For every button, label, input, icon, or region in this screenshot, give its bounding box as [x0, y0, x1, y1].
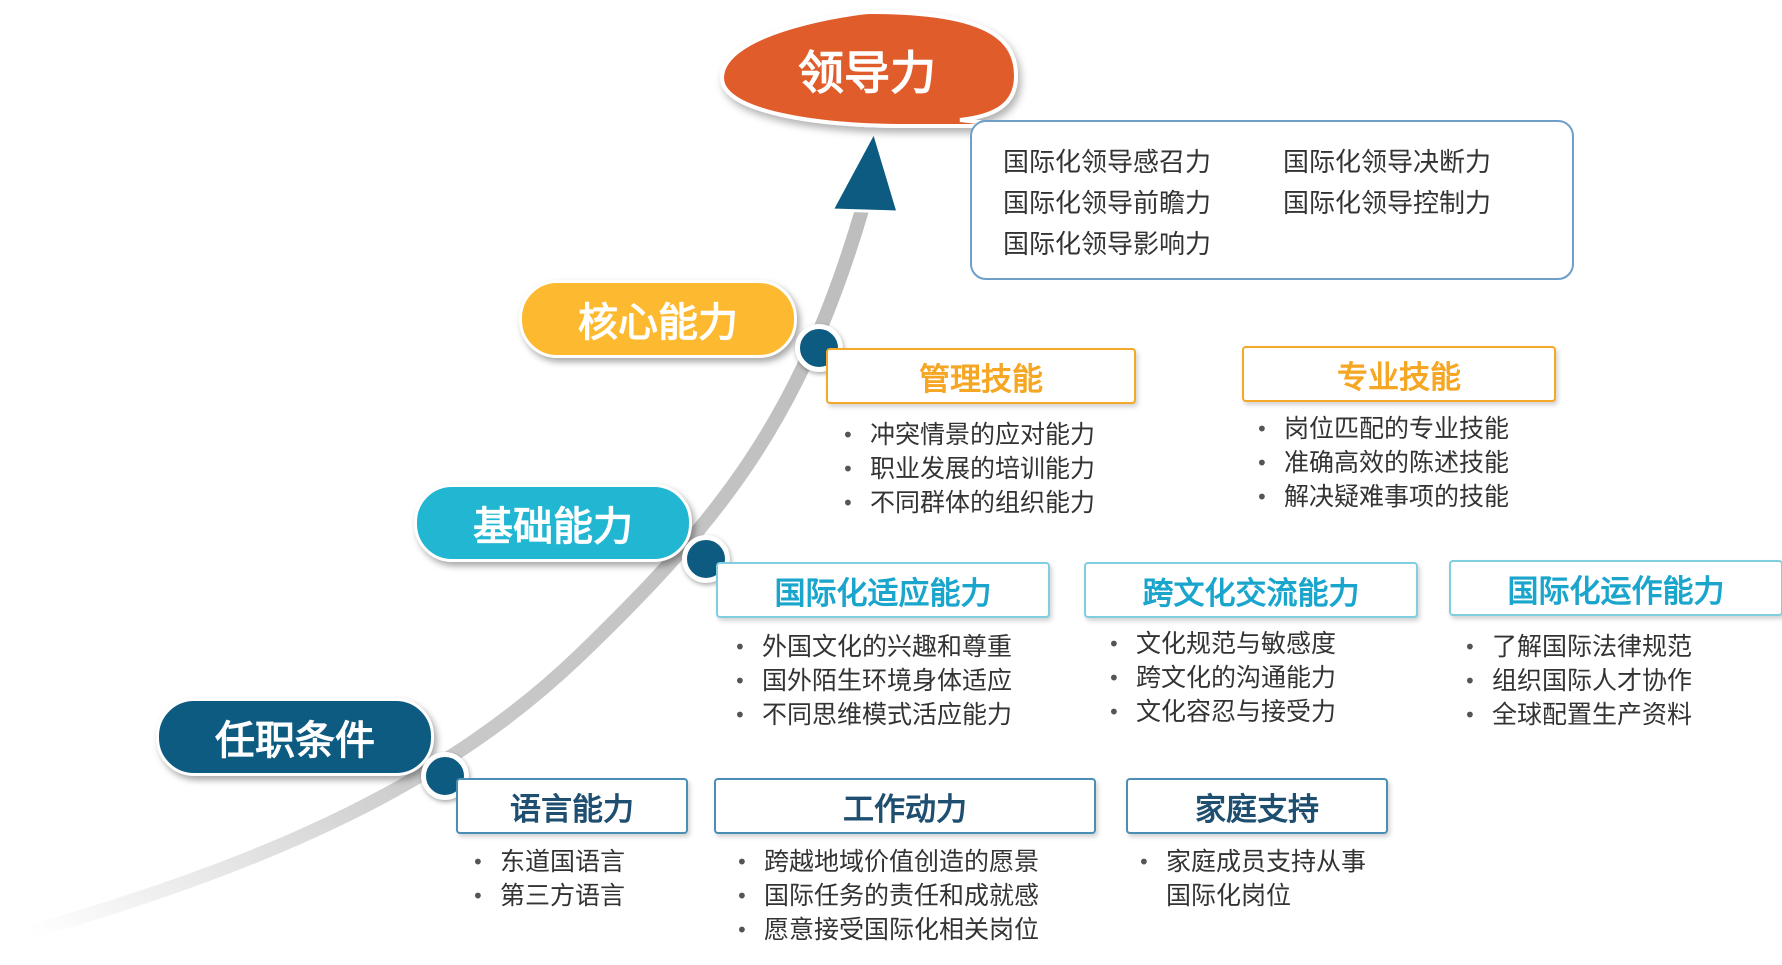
list-item: 组织国际人才协作: [1460, 664, 1692, 698]
crossculture-list: 文化规范与敏感度 跨文化的沟通能力 文化容忍与接受力: [1104, 627, 1336, 729]
adapt-list: 外国文化的兴趣和尊重 国外陌生环境身体适应 不同思维模式活应能力: [730, 630, 1012, 732]
leadership-title: 领导力: [798, 46, 936, 100]
family-list: 家庭成员支持从事国际化岗位: [1134, 845, 1384, 913]
leadership-items-box: [970, 120, 1574, 280]
list-item: 岗位匹配的专业技能: [1252, 412, 1509, 446]
list-item: 准确高效的陈述技能: [1252, 446, 1509, 480]
arrow-head: [829, 128, 901, 214]
management-list: 冲突情景的应对能力 职业发展的培训能力 不同群体的组织能力: [838, 418, 1095, 520]
leadership-bubble: [719, 9, 1019, 128]
list-item: 文化容忍与接受力: [1104, 695, 1336, 729]
list-item: 外国文化的兴趣和尊重: [730, 630, 1012, 664]
language-list: 东道国语言 第三方语言: [468, 845, 625, 913]
list-item: 了解国际法律规范: [1460, 630, 1692, 664]
category-international-adapt: 国际化适应能力: [716, 562, 1050, 618]
category-language: 语言能力: [456, 778, 688, 834]
list-item: 跨文化的沟通能力: [1104, 661, 1336, 695]
professional-list: 岗位匹配的专业技能 准确高效的陈述技能 解决疑难事项的技能: [1252, 412, 1509, 514]
list-item: 不同思维模式活应能力: [730, 698, 1012, 732]
level-base-label: 基础能力: [414, 484, 692, 562]
list-item: 第三方语言: [468, 879, 625, 913]
list-item: 不同群体的组织能力: [838, 486, 1095, 520]
motivation-list: 跨越地域价值创造的愿景 国际任务的责任和成就感 愿意接受国际化相关岗位: [732, 845, 1039, 947]
category-family: 家庭支持: [1126, 778, 1388, 834]
list-item: 冲突情景的应对能力: [838, 418, 1095, 452]
list-item: 解决疑难事项的技能: [1252, 480, 1509, 514]
growth-curve: [23, 203, 869, 939]
list-item: 东道国语言: [468, 845, 625, 879]
list-item: 全球配置生产资料: [1460, 698, 1692, 732]
leadership-item: 国际化领导感召力: [1003, 148, 1212, 178]
level-job-label: 任职条件: [156, 698, 434, 776]
list-item: 国际任务的责任和成就感: [732, 879, 1039, 913]
category-motivation: 工作动力: [714, 778, 1096, 834]
leadership-item: 国际化领导前瞻力: [1003, 189, 1212, 219]
category-cross-culture: 跨文化交流能力: [1084, 562, 1418, 618]
operation-list: 了解国际法律规范 组织国际人才协作 全球配置生产资料: [1460, 630, 1692, 732]
category-management: 管理技能: [826, 348, 1136, 404]
leadership-item: 国际化领导影响力: [1003, 230, 1212, 260]
curve-node-base: [682, 535, 730, 583]
list-item: 国外陌生环境身体适应: [730, 664, 1012, 698]
list-item: 文化规范与敏感度: [1104, 627, 1336, 661]
list-item: 家庭成员支持从事国际化岗位: [1134, 845, 1384, 913]
list-item: 跨越地域价值创造的愿景: [732, 845, 1039, 879]
list-item: 职业发展的培训能力: [838, 452, 1095, 486]
leadership-item: 国际化领导决断力: [1283, 148, 1492, 178]
category-professional: 专业技能: [1242, 346, 1556, 402]
leadership-item: 国际化领导控制力: [1283, 189, 1492, 219]
category-international-operation: 国际化运作能力: [1449, 560, 1782, 616]
list-item: 愿意接受国际化相关岗位: [732, 913, 1039, 947]
level-core-label: 核心能力: [519, 280, 797, 358]
